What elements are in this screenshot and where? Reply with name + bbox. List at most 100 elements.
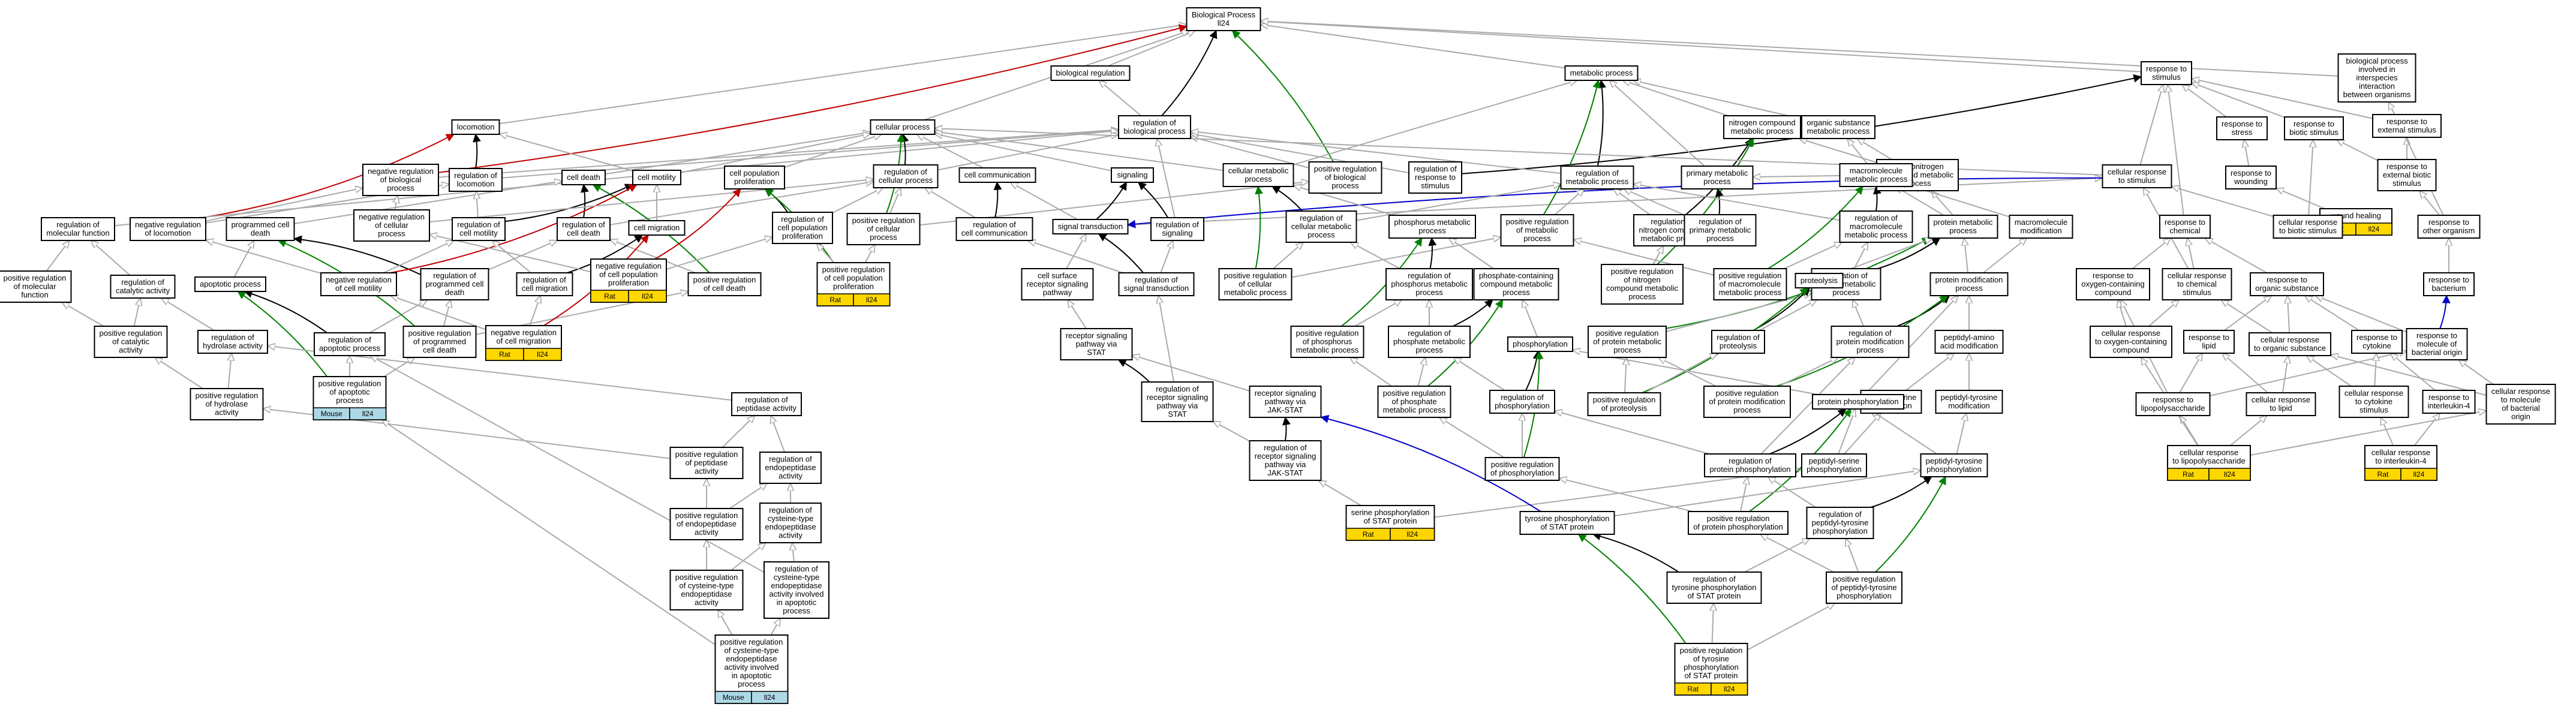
go-term-node[interactable]: proteolysis <box>1795 273 1844 288</box>
go-term-node[interactable]: signaling <box>1111 167 1154 183</box>
go-term-node[interactable]: biological regulation <box>1050 65 1131 81</box>
go-term-node[interactable]: cellular process <box>870 119 936 135</box>
go-term-node[interactable]: locomotion <box>451 119 500 135</box>
go-term-node[interactable]: cell communication <box>958 167 1036 183</box>
go-term-node[interactable]: apoptotic process <box>194 276 266 292</box>
go-term-node[interactable]: protein phosphorylation <box>1812 394 1904 410</box>
go-term-node[interactable]: cell motility <box>632 170 681 185</box>
go-term-node[interactable]: phosphorylation <box>1507 336 1573 352</box>
go-term-node[interactable]: metabolic process <box>1564 65 1639 81</box>
go-term-node[interactable]: cell migration <box>628 220 686 236</box>
